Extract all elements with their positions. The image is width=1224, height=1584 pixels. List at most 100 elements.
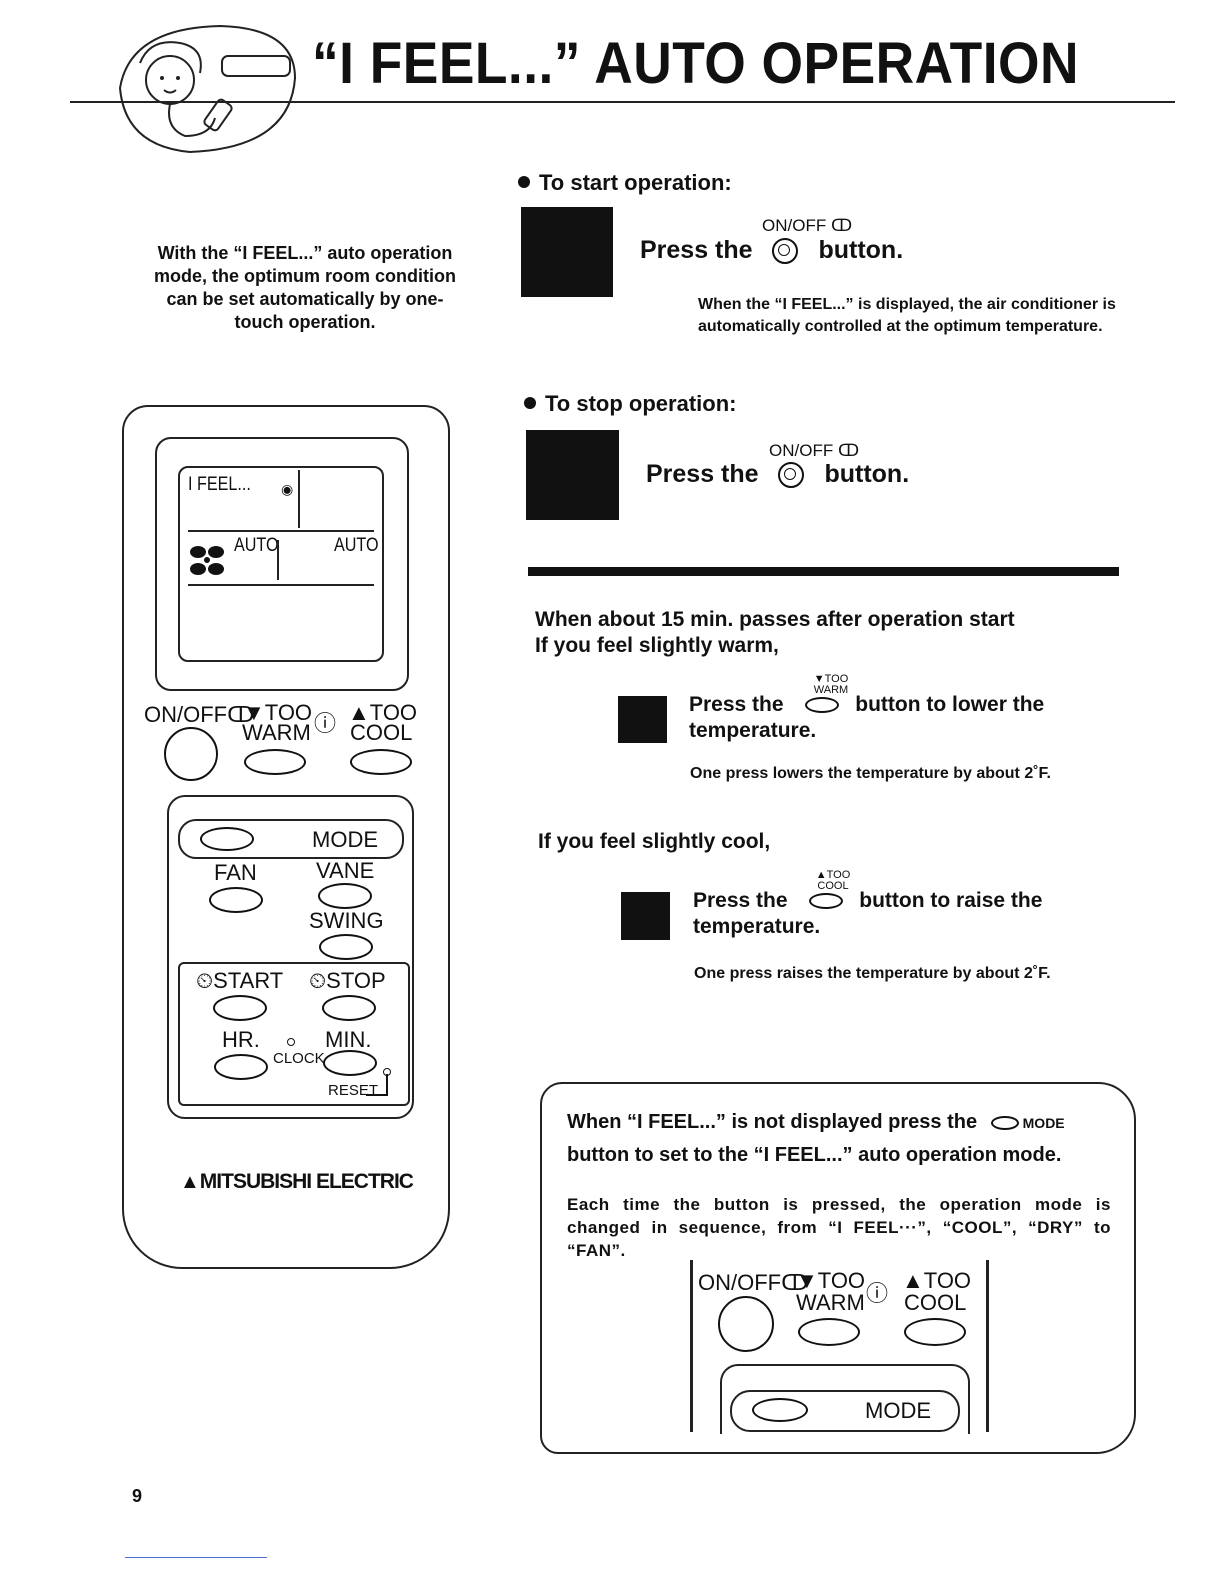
remote-onoff-button[interactable] [164, 727, 218, 781]
press-pre: Press the [640, 236, 753, 264]
press-pre: Press the [689, 693, 784, 716]
fan-icon [190, 546, 224, 575]
warm-note: One press lowers the temperature by abou… [690, 765, 1051, 782]
box-onoff-label: ON/OFFↀ [698, 1270, 809, 1295]
mode-bar [178, 819, 404, 859]
remote-min-button[interactable] [323, 1050, 377, 1076]
remote-fan-label: FAN [214, 860, 257, 885]
bullet-icon [524, 397, 536, 409]
lcd-divider [298, 470, 300, 528]
box-line-1-text: When “I FEEL...” is not displayed press … [567, 1111, 978, 1133]
box-mode-text: MODE [865, 1398, 931, 1423]
stop-heading: To stop operation: [524, 391, 736, 417]
footer-rule [125, 1557, 267, 1558]
lcd-auto-left: AUTO [234, 535, 279, 556]
warm-press-line-2: temperature. [689, 719, 817, 742]
box-line-1: When “I FEEL...” is not displayed press … [567, 1106, 1065, 1140]
too-cool-label-1: ▲TOO [815, 869, 851, 881]
start-press-line: Press the button. [640, 236, 903, 265]
step-square [618, 696, 667, 743]
remote-control [122, 405, 450, 1269]
sensor-icon: ◉ [281, 481, 294, 497]
too-warm-label-2: WARM [813, 684, 849, 696]
box-onoff-button[interactable] [718, 1296, 774, 1352]
press-pre: Press the [646, 460, 759, 488]
too-warm-mini-button: ▼TOO WARM [809, 674, 853, 696]
remote-clock-label: CLOCK [273, 1050, 325, 1067]
remote-vane-label: VANE [316, 858, 375, 883]
lcd-ifeel: I FEEL... [188, 474, 251, 495]
press-post: button to raise the [859, 889, 1043, 912]
box-line-2: button to set to the “I FEEL...” auto op… [567, 1144, 1062, 1166]
box-too-warm-label-2: WARM [796, 1290, 865, 1315]
page-number: 9 [132, 1486, 143, 1506]
cool-note: One press raises the temperature by abou… [694, 965, 1051, 982]
box-too-warm-button[interactable] [798, 1318, 860, 1346]
reset-line [366, 1094, 388, 1096]
remote-stop-button[interactable] [322, 995, 376, 1021]
box-too-cool-label-2: COOL [904, 1290, 967, 1315]
remote-start-label: ⏲START [196, 968, 284, 993]
brand-logo: ▲MITSUBISHI ELECTRIC [180, 1170, 414, 1194]
remote-hr-label: HR. [222, 1027, 260, 1052]
warm-press-line: Press the button to lower the [689, 692, 1044, 718]
box-note: Each time the button is pressed, the ope… [567, 1195, 1111, 1260]
stop-press-line: Press the button. [646, 460, 909, 489]
onoff-button-icon [771, 238, 798, 265]
onoff-button-icon [777, 462, 804, 489]
remote-min-label: MIN. [325, 1027, 372, 1052]
onoff-label: ON/OFF ↀ [769, 441, 860, 460]
remote-start-button[interactable] [213, 995, 267, 1021]
remote-too-cool-label-1: ▲TOO [348, 700, 418, 725]
adjust-heading-2: If you feel slightly warm, [535, 634, 779, 657]
brand-text: MITSUBISHI ELECTRIC [199, 1170, 414, 1193]
box-mode-bar [730, 1390, 960, 1432]
too-cool-button-icon [809, 893, 844, 910]
too-warm-label-1: ▼TOO [813, 673, 849, 685]
remote-too-warm-label-2: WARM [242, 720, 311, 745]
remote-swing-label: SWING [309, 908, 384, 933]
press-post: button. [824, 460, 910, 488]
bullet-icon [518, 176, 530, 188]
remote-vane-button[interactable] [318, 883, 372, 909]
info-box [540, 1082, 1136, 1454]
step-square [526, 430, 619, 520]
box-too-cool-button[interactable] [904, 1318, 966, 1346]
remote-reset-label: RESET [328, 1082, 379, 1099]
remote-too-warm-button[interactable] [244, 749, 306, 775]
reset-hole-icon[interactable] [383, 1068, 391, 1076]
ifeel-icon: ⓘ [314, 711, 337, 736]
box-mode-button[interactable] [752, 1398, 808, 1422]
remote-too-warm-label-1: ▼TOO [243, 700, 313, 725]
remote-stop-label: ⏲STOP [309, 968, 386, 993]
too-warm-button-icon [805, 697, 840, 714]
start-heading-text: To start operation: [539, 170, 732, 195]
adjust-heading-1: When about 15 min. passes after operatio… [535, 608, 1015, 631]
stop-heading-text: To stop operation: [545, 391, 737, 416]
lcd-frame [155, 437, 409, 691]
box-too-cool-label-1: ▲TOO [902, 1268, 972, 1293]
press-pre: Press the [693, 889, 788, 912]
box-remote-edge [986, 1260, 989, 1432]
remote-too-cool-button[interactable] [350, 749, 412, 775]
start-note: When the “I FEEL...” is displayed, the a… [698, 296, 1116, 335]
press-post: button. [818, 236, 904, 264]
cool-press-line-2: temperature. [693, 915, 821, 938]
remote-mode-button[interactable] [200, 827, 254, 851]
section-divider [528, 567, 1119, 576]
remote-onoff-label: ON/OFFↀ [144, 702, 255, 727]
cool-press-line: Press the button to raise the [693, 888, 1042, 914]
too-cool-mini-button: ▲TOO COOL [811, 870, 855, 892]
reset-line [386, 1074, 388, 1096]
remote-swing-button[interactable] [319, 934, 373, 960]
cool-heading: If you feel slightly cool, [538, 830, 771, 853]
too-cool-label-2: COOL [817, 880, 849, 892]
remote-fan-button[interactable] [209, 887, 263, 913]
mascot-illustration [118, 24, 297, 154]
start-heading: To start operation: [518, 170, 732, 196]
remote-hr-button[interactable] [214, 1054, 268, 1080]
title-divider [70, 101, 1175, 103]
lcd-auto-right: AUTO [334, 535, 379, 556]
box-remote-edge [690, 1260, 693, 1432]
page-title: “I FEEL...” AUTO OPERATION [312, 31, 1079, 96]
